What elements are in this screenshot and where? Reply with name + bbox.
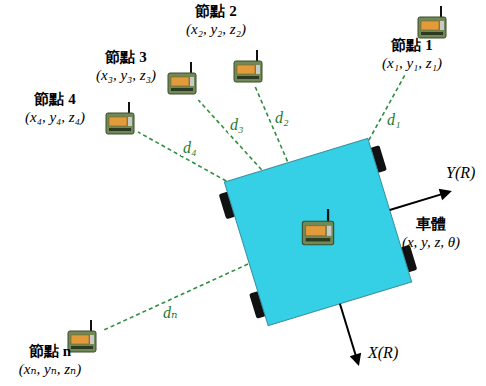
sensor-node-icon	[300, 209, 336, 247]
coordinates: (xₙ, yₙ, zₙ)	[4, 360, 96, 378]
coordinates: (x₁, y₁, z₁)	[366, 54, 458, 72]
sensor-node-icon	[106, 102, 134, 134]
distance-label: d₂	[273, 109, 291, 126]
vehicle-body: 車體(x, y, z, θ)	[243, 157, 393, 307]
node-label: 車體(x, y, z, θ)	[389, 215, 473, 251]
distance-label: d₁	[385, 111, 403, 128]
sensor-node: 節點 3(x₃, y₃, z₃)	[84, 42, 200, 100]
sensor-node-icon	[168, 62, 196, 94]
node-name: 節點 2	[166, 2, 266, 20]
vehicle-drawing	[216, 119, 486, 386]
axis-label: X(R)	[368, 344, 398, 362]
sensor-node-icon	[68, 320, 96, 352]
arrowhead	[350, 353, 365, 368]
node-label: 節點 3(x₃, y₃, z₃)	[84, 48, 168, 84]
node-label: 節點 n(xₙ, yₙ, zₙ)	[4, 342, 96, 378]
axis-line	[390, 193, 445, 210]
sensor-node-icon	[166, 62, 198, 96]
node-name: 車體	[389, 215, 473, 233]
vehicle-plate	[224, 138, 411, 325]
axis-label: Y(R)	[446, 164, 475, 182]
sensor-node-icon	[234, 50, 262, 82]
sensor-node-icon	[104, 102, 136, 136]
sensor-node-icon	[416, 6, 448, 40]
arrowhead	[439, 185, 454, 200]
node-label: 節點 4(x₄, y₄, z₄)	[10, 90, 100, 126]
node-name: 節點 3	[84, 48, 168, 66]
node-name: 節點 1	[366, 36, 458, 54]
sensor-node: 節點 1(x₁, y₁, z₁)	[366, 6, 458, 74]
sensor-node: 節點 n(xₙ, yₙ, zₙ)	[4, 320, 104, 382]
sensor-node-icon	[302, 209, 333, 245]
sensor-node-icon	[232, 50, 264, 84]
node-name: 節點 n	[4, 342, 96, 360]
coordinates: (x₂, y₂, z₂)	[166, 20, 266, 38]
sensor-node: 節點 4(x₄, y₄, z₄)	[10, 86, 138, 142]
axis-line	[340, 304, 357, 359]
coordinates: (x, y, z, θ)	[389, 233, 473, 251]
coordinates: (x₃, y₃, z₃)	[84, 66, 168, 84]
node-name: 節點 4	[10, 90, 100, 108]
coordinates: (x₄, y₄, z₄)	[10, 108, 100, 126]
sensor-node-icon	[418, 6, 446, 38]
distance-label: d₄	[181, 139, 199, 156]
distance-label: d₃	[228, 116, 246, 133]
distance-label: dₙ	[161, 304, 179, 321]
node-label: 節點 1(x₁, y₁, z₁)	[366, 36, 458, 72]
node-label: 節點 2(x₂, y₂, z₂)	[166, 2, 266, 38]
